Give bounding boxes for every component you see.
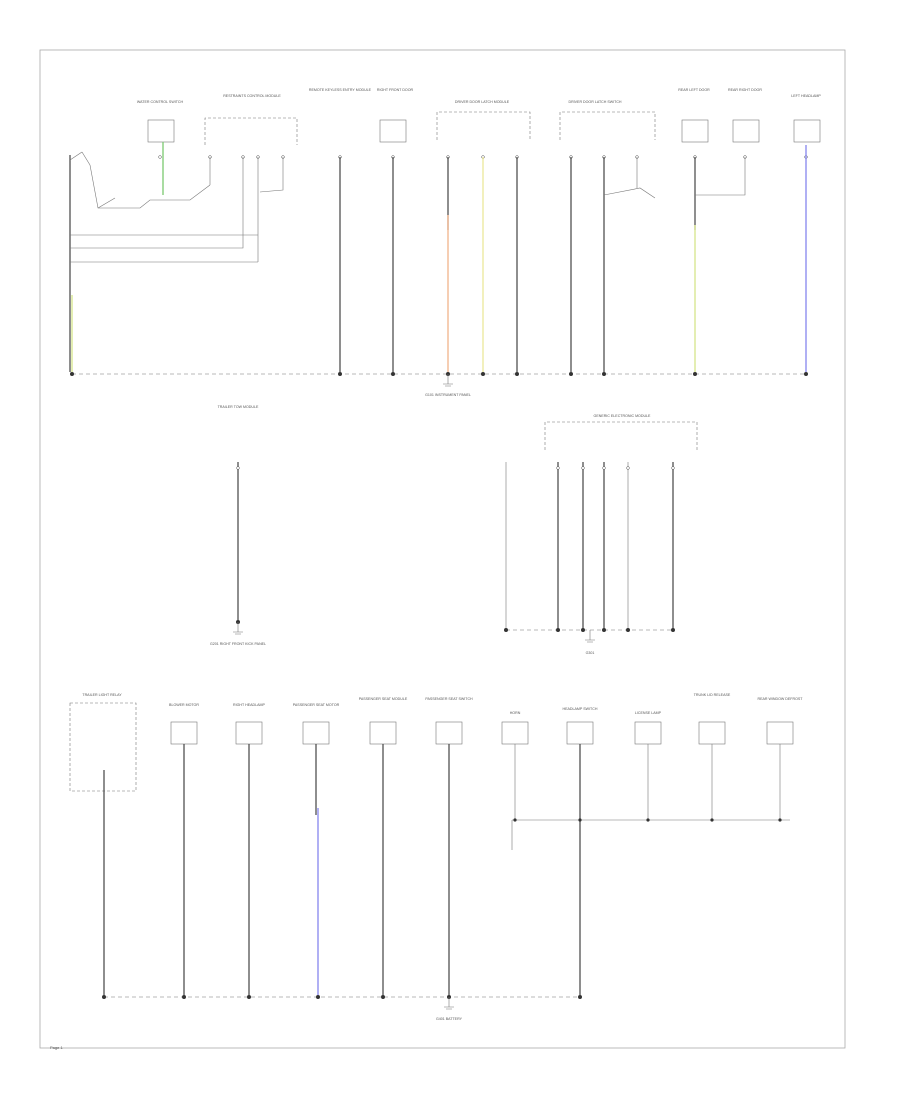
- wire: [695, 157, 746, 196]
- ground-symbol: [444, 997, 454, 1010]
- middle-left-component-label: TRAILER TOW MODULE: [218, 405, 259, 409]
- connector-pin: [236, 466, 240, 470]
- bottom-component-label-7: HORN: [510, 711, 521, 715]
- switch-network: [69, 151, 284, 372]
- ground-symbol: [443, 374, 453, 387]
- module-outline: [436, 111, 531, 140]
- module-outline: [204, 117, 298, 145]
- ground-symbol: [585, 630, 595, 643]
- component-box: [793, 119, 821, 143]
- middle-right-ground-label: G301: [586, 651, 595, 655]
- page-mark: Page 1: [50, 1045, 63, 1050]
- splice-nodes: [513, 818, 782, 822]
- module-outline: [544, 421, 698, 450]
- component-box: [147, 119, 175, 143]
- bottom-ground-label: G401 BATTERY: [436, 1017, 463, 1021]
- top-component-label-4: RIGHT FRONT DOOR: [377, 88, 414, 92]
- connector-pins: [556, 466, 675, 470]
- relay-outline: [69, 702, 137, 792]
- bottom-section: TRAILER LIGHT RELAY BLOWER MOTOR RIGHT H…: [69, 693, 804, 1021]
- bottom-component-label-2: BLOWER MOTOR: [169, 703, 199, 707]
- wire: [603, 187, 656, 199]
- bottom-component-label-1: TRAILER LIGHT RELAY: [82, 693, 122, 697]
- bottom-component-label-10: TRUNK LID RELEASE: [694, 693, 731, 697]
- component-box: [732, 119, 760, 143]
- top-component-label-1: WATER CONTROL SWITCH: [137, 100, 184, 104]
- top-ground-label: G101 INSTRUMENT PANEL: [425, 393, 471, 397]
- diagram-frame: [39, 49, 846, 1049]
- top-section: WATER CONTROL SWITCH RESTRAINTS CONTROL …: [69, 88, 821, 397]
- middle-right-section: GENERIC ELECTRONIC MODULE G301: [504, 414, 698, 655]
- top-component-label-8: REAR RIGHT DOOR: [728, 88, 762, 92]
- top-component-label-7: REAR LEFT DOOR: [678, 88, 710, 92]
- top-component-label-3: REMOTE KEYLESS ENTRY MODULE: [309, 88, 372, 92]
- module-outline: [559, 111, 656, 140]
- bottom-component-label-3: RIGHT HEADLAMP: [233, 703, 265, 707]
- component-boxes: [170, 721, 794, 745]
- middle-left-ground-label: G201 RIGHT FRONT KICK PANEL: [210, 642, 266, 646]
- bottom-component-label-6: PASSENGER SEAT SWITCH: [425, 697, 473, 701]
- bottom-component-label-5: PASSENGER SEAT MODULE: [359, 697, 408, 701]
- ground-bus-nodes: [504, 628, 675, 632]
- bottom-component-label-11: REAR WINDOW DEFROST: [758, 697, 804, 701]
- component-box: [681, 119, 709, 143]
- ground-bus-nodes: [70, 372, 808, 376]
- ground-symbol: [233, 622, 243, 635]
- bottom-component-label-9: LICENSE LAMP: [635, 711, 662, 715]
- top-component-label-6: DRIVER DOOR LATCH SWITCH: [568, 100, 621, 104]
- ground-bus-nodes: [102, 995, 582, 999]
- top-component-label-9: LEFT HEADLAMP: [791, 94, 821, 98]
- middle-right-component-label: GENERIC ELECTRONIC MODULE: [594, 414, 652, 418]
- bottom-component-label-8: HEADLAMP SWITCH: [563, 707, 598, 711]
- bottom-component-label-4: PASSENGER SEAT MOTOR: [293, 703, 340, 707]
- component-box: [379, 119, 407, 143]
- middle-left-section: TRAILER TOW MODULE G201 RIGHT FRONT KICK…: [210, 405, 266, 646]
- top-component-label-5: DRIVER DOOR LATCH MODULE: [455, 100, 510, 104]
- top-component-label-2: RESTRAINTS CONTROL MODULE: [223, 94, 281, 98]
